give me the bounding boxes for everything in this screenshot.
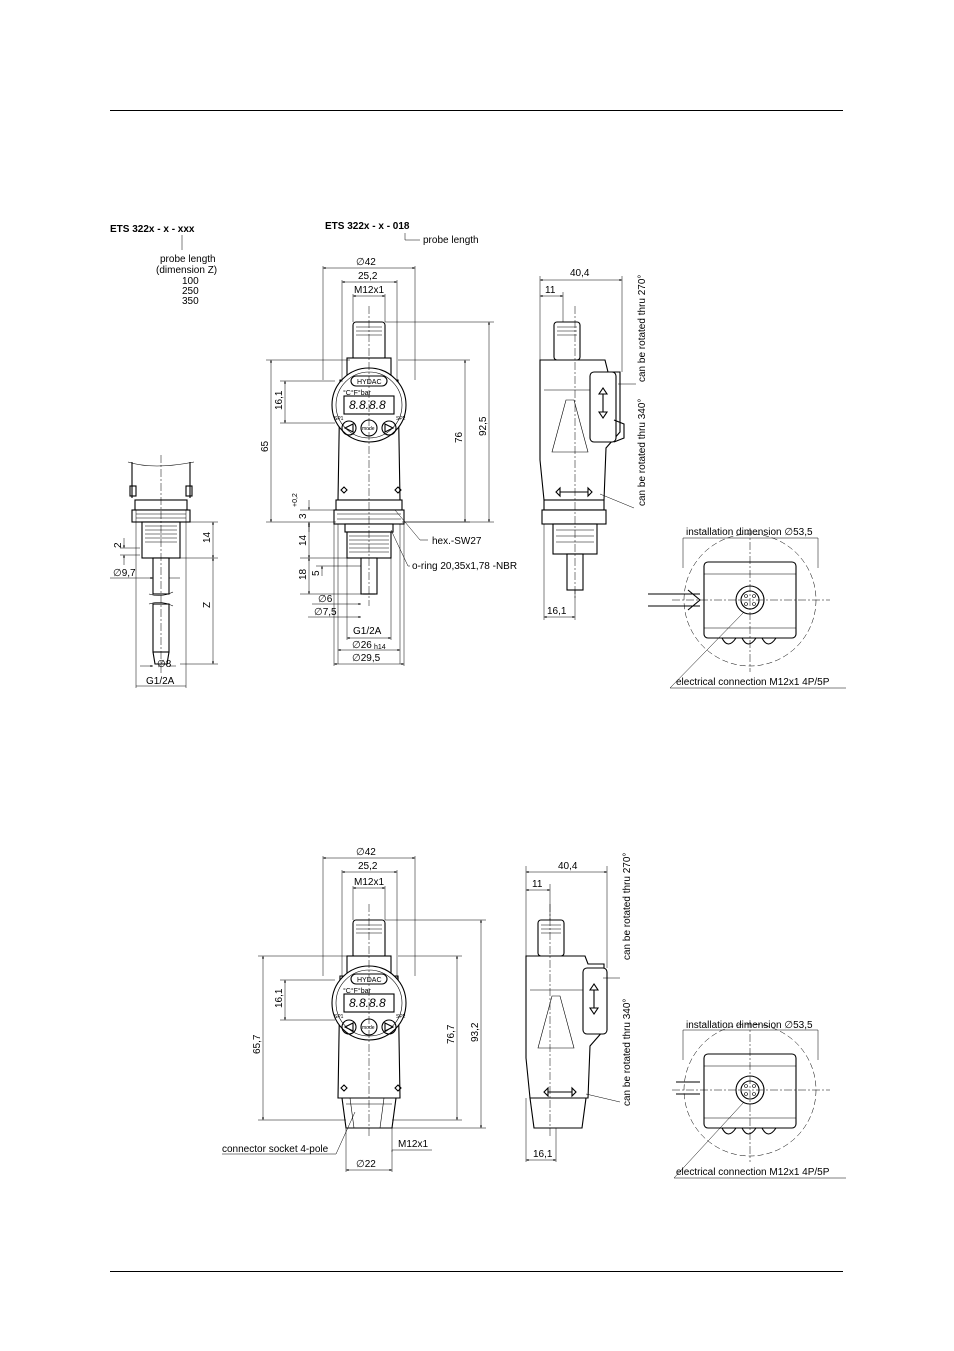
main-probe-length-label: probe length <box>423 235 479 246</box>
brand-label: HYDAC <box>357 379 382 386</box>
bottom-view-bottom: installation dimension ∅53,5 electrical … <box>672 1020 846 1179</box>
main-dim-5: 5 <box>311 570 322 576</box>
hex-label: hex.-SW27 <box>432 536 482 547</box>
b-side-dim-404: 40,4 <box>558 861 578 872</box>
bottom-view-top: installation dimension ∅53,5 electrical … <box>648 527 846 689</box>
side-dim-11: 11 <box>545 285 556 296</box>
unit-strip: °C°F°bar <box>343 389 372 397</box>
main-dim-76: 76 <box>454 431 465 443</box>
display-readout: 8.8.8.8 <box>349 398 386 412</box>
main-dim-m12: M12x1 <box>354 285 384 296</box>
sp1-label: SP1 <box>334 416 344 422</box>
footer-rule <box>110 1271 843 1272</box>
b-install-label: installation dimension ∅53,5 <box>686 1020 813 1031</box>
probe-dim-2: 2 <box>113 542 124 548</box>
b-main-dim-m12-bottom: M12x1 <box>398 1139 428 1150</box>
sp2-label: SP2 <box>396 416 406 422</box>
mode-label-b: mode <box>362 1025 375 1031</box>
sp1-label-b: SP1 <box>334 1014 344 1020</box>
main-view-top: ETS 322x - x - 018 probe length HYDAC °C… <box>260 221 517 666</box>
main-dim-925: 92,5 <box>478 416 489 436</box>
b-side-dim-11: 11 <box>532 879 543 890</box>
main-dim-dia-6: ∅6 <box>318 594 333 605</box>
main-dim-161: 16,1 <box>274 390 285 410</box>
b-main-dim-161: 16,1 <box>274 988 285 1008</box>
oring-label: o-ring 20,35x1,78 -NBR <box>412 561 517 572</box>
mode-label: mode <box>362 426 375 432</box>
b-main-dim-657: 65,7 <box>252 1034 263 1054</box>
b-elec-label: electrical connection M12x1 4P/5P <box>676 1167 830 1178</box>
length-350: 350 <box>182 296 199 307</box>
main-dim-65: 65 <box>260 440 271 452</box>
probe-dim-dia-97: ∅9,7 <box>113 568 136 579</box>
side-dim-161: 16,1 <box>547 606 567 617</box>
main-dim-252: 25,2 <box>358 271 378 282</box>
brand-label-b: HYDAC <box>357 977 382 984</box>
b-main-dim-767: 76,7 <box>446 1024 457 1044</box>
main-dim-18: 18 <box>298 568 309 580</box>
main-dim-dia-75: ∅7,5 <box>314 607 337 618</box>
b-main-dim-dia-42: ∅42 <box>356 847 376 858</box>
unit-strip-b: °C°F°bar <box>343 987 372 995</box>
length-100: 100 <box>182 276 199 287</box>
connector-label: connector socket 4-pole <box>222 1144 329 1155</box>
main-dim-dia-42: ∅42 <box>356 257 376 268</box>
probe-length-label: probe length <box>160 254 216 265</box>
dimension-z-label: (dimension Z) <box>156 265 217 276</box>
main-view-bottom: HYDAC °C°F°bar 8.8.8.8 SP1 SP2 mode ∅42 … <box>222 847 486 1172</box>
b-main-dim-dia-22: ∅22 <box>356 1159 376 1170</box>
probe-dim-dia-8: ∅8 <box>157 659 172 670</box>
main-dim-14: 14 <box>298 534 309 546</box>
probe-variant-title: ETS 322x - x - xxx <box>110 224 195 235</box>
probe-thread: G1/2A <box>146 676 175 687</box>
b-main-dim-932: 93,2 <box>470 1022 481 1042</box>
probe-variant-view: ETS 322x - x - xxx probe length (dimensi… <box>110 224 218 688</box>
top-install-label: installation dimension ∅53,5 <box>686 527 813 538</box>
b-side-dim-161: 16,1 <box>533 1149 553 1160</box>
sp2-label-b: SP2 <box>396 1014 406 1020</box>
side-view-bottom: 40,4 11 16,1 can be rotated thru 270° ca… <box>525 853 633 1162</box>
main-dim-h14: h14 <box>374 644 386 651</box>
side-view-top: 40,4 11 16,1 can be rotated thru 270° ca… <box>539 268 648 620</box>
b-main-dim-m12: M12x1 <box>354 877 384 888</box>
main-view-title: ETS 322x - x - 018 <box>325 221 410 232</box>
side-dim-404: 40,4 <box>570 268 590 279</box>
main-dim-3: 3 <box>298 513 309 519</box>
side-rotate-340: can be rotated thru 340° <box>637 399 648 506</box>
main-dim-g12a: G1/2A <box>353 626 382 637</box>
display-readout-b: 8.8.8.8 <box>349 996 386 1010</box>
b-main-dim-252: 25,2 <box>358 861 378 872</box>
probe-dim-14: 14 <box>202 531 213 543</box>
probe-dim-z: Z <box>202 602 213 608</box>
header-rule <box>110 110 843 111</box>
main-dim-tol: +0,2 <box>292 493 299 507</box>
b-side-rotate-270: can be rotated thru 270° <box>622 853 633 960</box>
side-rotate-270: can be rotated thru 270° <box>637 275 648 382</box>
length-250: 250 <box>182 286 199 297</box>
main-dim-dia-295: ∅29,5 <box>352 653 381 664</box>
b-side-rotate-340: can be rotated thru 340° <box>622 999 633 1106</box>
main-dim-dia-26: ∅26 <box>352 640 372 651</box>
top-elec-label: electrical connection M12x1 4P/5P <box>676 677 830 688</box>
